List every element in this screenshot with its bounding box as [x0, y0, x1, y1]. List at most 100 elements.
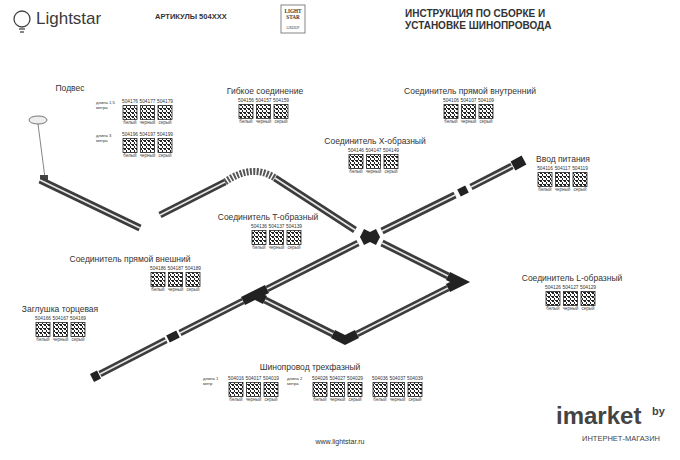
article-number: 504167: [52, 316, 68, 322]
qr-code: [270, 231, 284, 245]
article-number: 504176: [122, 99, 138, 105]
article-number: 504119: [572, 166, 588, 172]
part-name: Подвес: [55, 84, 84, 94]
qr-code: [239, 105, 253, 119]
qr-code: [252, 231, 266, 245]
color-name: черный: [366, 169, 382, 174]
qr-code: [151, 273, 165, 287]
color-name: черный: [256, 119, 272, 124]
article-number: 504149: [383, 148, 399, 154]
qr-code: [348, 383, 362, 397]
length-note: длина 1 метр: [203, 377, 227, 387]
color-name: серый: [479, 119, 492, 124]
part-name: Заглушка торцевая: [22, 305, 98, 315]
article-number: 504027: [329, 376, 345, 382]
color-name: серый: [287, 245, 300, 250]
color-name: серый: [71, 337, 84, 342]
qr-code: [158, 139, 172, 153]
color-name: белый: [373, 397, 386, 402]
article-range: АРТИКУЛЫ 504XXX: [155, 13, 227, 22]
color-name: серый: [274, 119, 287, 124]
color-name: серый: [573, 187, 586, 192]
qr-code: [123, 139, 137, 153]
color-name: серый: [158, 120, 171, 125]
qr-code: [229, 383, 243, 397]
qr-code: [141, 106, 155, 120]
website: www.lightstar.ru: [315, 438, 364, 446]
part-name: Соединитель T-образный: [218, 213, 319, 223]
part-name: Соединитель X-образный: [324, 137, 425, 147]
part-name: Соединитель прямой внешний: [69, 255, 190, 265]
article-number: 504177: [139, 99, 155, 105]
article-number: 504016: [228, 376, 244, 382]
qr-code: [313, 383, 327, 397]
article-number: 504126: [545, 285, 561, 291]
part-name: Гибкое соединение: [227, 87, 303, 97]
article-number: 504117: [555, 166, 571, 172]
qr-code: [556, 173, 570, 187]
color-name: белый: [239, 119, 252, 124]
qr-code: [462, 105, 476, 119]
track-connectors: [92, 160, 524, 378]
color-name: черный: [168, 287, 184, 292]
article-number: 504136: [251, 224, 267, 230]
qr-code: [287, 231, 301, 245]
article-number: 504197: [139, 132, 155, 138]
article-number: 504189: [185, 266, 201, 272]
article-number: 504157: [255, 98, 271, 104]
color-name: белый: [313, 397, 326, 402]
qr-code: [123, 106, 137, 120]
color-name: серый: [581, 306, 594, 311]
qr-code: [373, 383, 387, 397]
qr-code: [479, 105, 493, 119]
color-name: черный: [563, 306, 579, 311]
color-name: белый: [252, 245, 265, 250]
color-name: черный: [53, 337, 69, 342]
article-number: 504037: [389, 376, 405, 382]
article-number: 504196: [122, 132, 138, 138]
qr-code: [391, 383, 405, 397]
part-name: Соединитель L-образный: [522, 274, 623, 284]
article-number: 504186: [150, 266, 166, 272]
color-name: серый: [384, 169, 397, 174]
qr-code: [186, 273, 200, 287]
qr-code: [274, 105, 288, 119]
article-number: 504029: [347, 376, 363, 382]
group-logo-text: LIGHT STAR: [282, 9, 304, 21]
pendant: [29, 116, 48, 180]
qr-code: [573, 173, 587, 187]
article-number: 504199: [157, 132, 173, 138]
article-number: 504109: [478, 98, 494, 104]
length-note: длина 1,5 метра: [96, 101, 120, 111]
qr-code: [546, 292, 560, 306]
qr-code: [71, 323, 85, 337]
watermark: imarket: [556, 402, 641, 430]
article-number: 504159: [273, 98, 289, 104]
color-name: белый: [123, 120, 136, 125]
article-number: 504039: [407, 376, 423, 382]
brand-bulb: [14, 11, 30, 32]
length-note: длина 2 метра: [287, 377, 311, 387]
watermark: by: [652, 405, 665, 418]
length-note: длина 3 метра: [96, 134, 120, 144]
article-number: 504179: [157, 99, 173, 105]
color-name: черный: [555, 187, 571, 192]
article-number: 504187: [167, 266, 183, 272]
article-number: 504137: [268, 224, 284, 230]
qr-code: [349, 155, 363, 169]
color-name: белый: [546, 306, 559, 311]
qr-code: [247, 383, 261, 397]
qr-code: [384, 155, 398, 169]
track-rails: [40, 166, 512, 374]
color-name: серый: [348, 397, 361, 402]
sheet-title: ИНСТРУКЦИЯ ПО СБОРКЕ И УСТАНОВКЕ ШИНОПРО…: [405, 8, 575, 31]
color-name: белый: [538, 187, 551, 192]
color-name: черный: [390, 397, 406, 402]
article-number: 504026: [312, 376, 328, 382]
article-number: 504017: [245, 376, 261, 382]
article-number: 504129: [580, 285, 596, 291]
qr-code: [141, 139, 155, 153]
article-number: 504156: [238, 98, 254, 104]
